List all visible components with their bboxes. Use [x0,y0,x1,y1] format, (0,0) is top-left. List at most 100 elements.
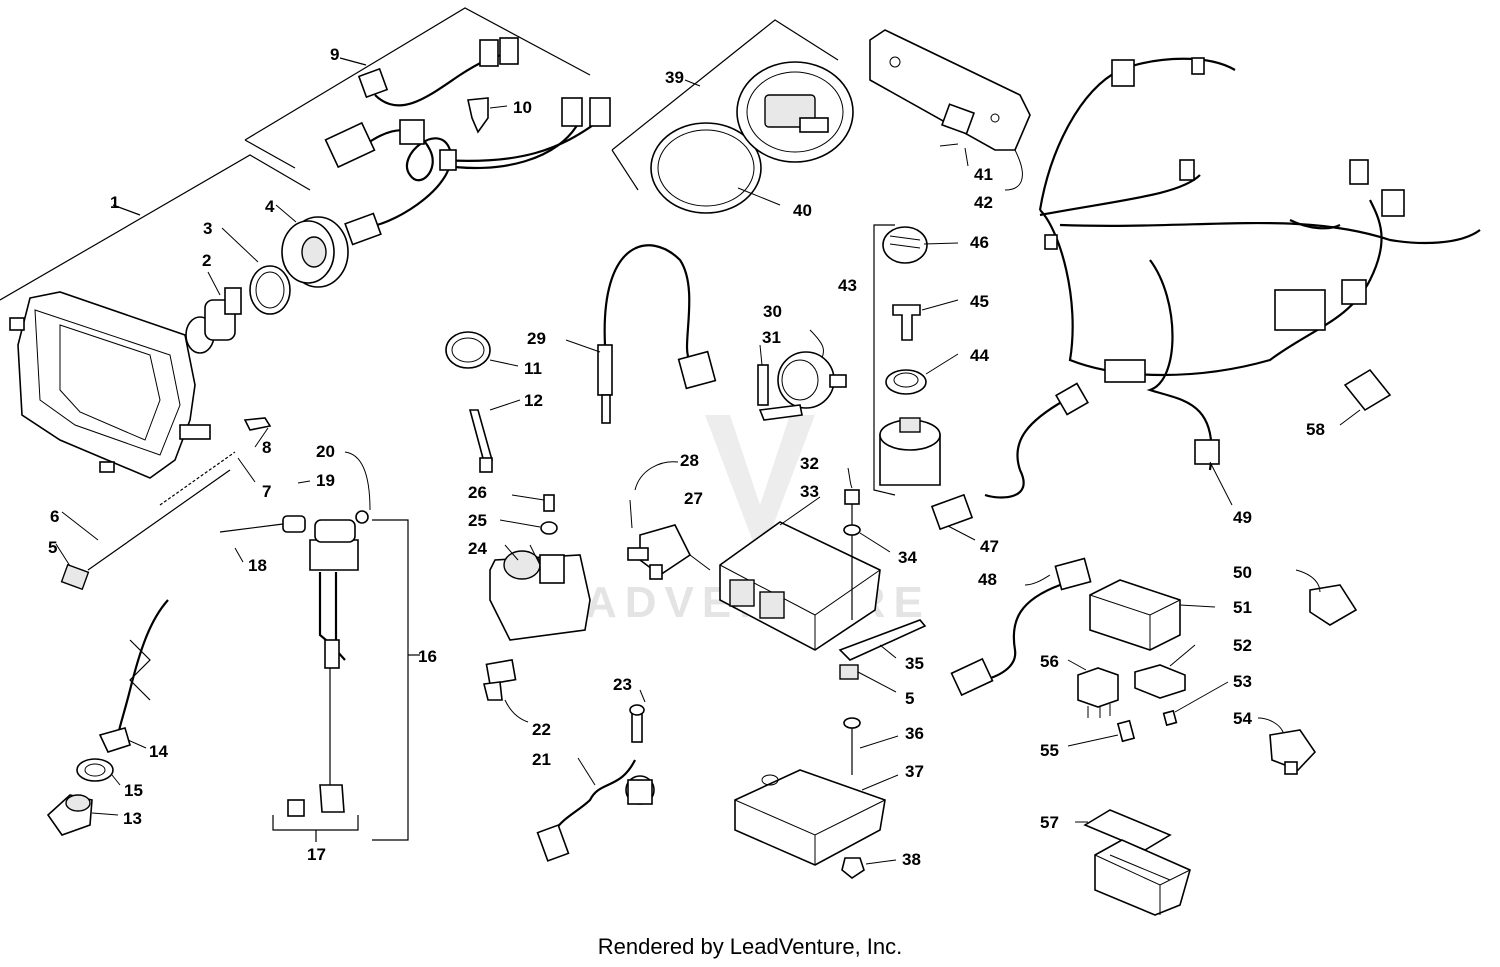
callout-22: 22 [532,720,551,739]
fuse-box-cover [1089,579,1216,651]
callout-46: 46 [970,233,989,252]
voltage-regulator [734,769,886,866]
fuse-53 [1162,681,1229,727]
callout-25: 25 [468,511,487,530]
relay-56 [1067,659,1119,718]
callout-8: 8 [262,438,271,457]
fuse-55 [1067,719,1136,747]
throttle-body [489,544,591,641]
callout-5a: 5 [48,538,57,557]
render-credit: Rendered by LeadVenture, Inc. [597,934,903,959]
harness-adapter [930,382,1089,541]
callout-5b: 5 [905,689,914,708]
callout-13: 13 [123,809,142,828]
speedometer-gauge [650,61,854,214]
ecu-washer-34 [843,524,891,553]
screw-26 [511,494,555,512]
callout-29: 29 [527,329,546,348]
washer-25 [499,519,558,535]
adjuster-spring [159,451,256,506]
callout-44: 44 [970,346,989,365]
temperature-sensor [565,244,717,424]
callout-26: 26 [468,483,487,502]
callout-39: 39 [665,68,684,87]
callout-20: 20 [316,442,335,461]
switch-13 [46,794,119,836]
tail-bracket [869,29,1031,191]
mount-strap [838,619,927,661]
ecu-screw-32 [844,467,860,620]
callout-49: 49 [1233,508,1252,527]
fuse-box [1075,809,1191,916]
callout-27: 27 [684,489,703,508]
callout-50: 50 [1233,563,1252,582]
headlight-bulb [185,271,242,354]
clip-nut-left [55,543,90,591]
ecu-module [719,496,881,651]
module-bolt-36 [843,717,899,775]
callout-51: 51 [1233,598,1252,617]
callout-3: 3 [203,219,212,238]
callout-18: 18 [248,556,267,575]
callout-43: 43 [838,276,857,295]
adjuster-clip [243,417,272,448]
callout-47: 47 [980,537,999,556]
connector-54 [1257,717,1317,775]
main-wiring-harness [1038,57,1481,506]
callout-31: 31 [762,328,781,347]
callout-58: 58 [1306,420,1325,439]
callout-35: 35 [905,654,924,673]
rocker-switch [1339,368,1392,426]
module-nut-38 [841,774,899,879]
callout-52: 52 [1233,636,1252,655]
dust-cover [275,204,349,288]
callout-41: 41 [974,165,993,184]
callout-1: 1 [110,193,119,212]
bulb-retainer-ring [221,227,291,315]
callout-37: 37 [905,762,924,781]
sub-harness [324,37,611,246]
callout-12: 12 [524,391,543,410]
callout-16: 16 [418,647,437,666]
callout-54: 54 [1233,709,1252,728]
switch-harness-14 [98,599,169,753]
jam-nut-15 [76,758,121,786]
callout-17: 17 [307,845,326,864]
cable-tie [468,399,521,473]
callout-9: 9 [330,45,339,64]
callout-7: 7 [262,482,271,501]
callout-36: 36 [905,724,924,743]
group-brackets [0,7,896,842]
callout-38: 38 [902,850,921,869]
callout-56: 56 [1040,652,1059,671]
callout-30: 30 [763,302,782,321]
callout-4: 4 [265,197,275,216]
horn [757,329,847,421]
oil-pressure-switch [483,658,529,723]
callout-32: 32 [800,454,819,473]
callout-53: 53 [1233,672,1252,691]
callout-55: 55 [1040,741,1059,760]
relay-52 [1134,644,1196,699]
callout-15: 15 [124,781,143,800]
callout-42: 42 [974,193,993,212]
speed-sensor [536,689,655,862]
tip-over-sensor [627,461,711,580]
callout-33: 33 [800,482,819,501]
callout-labels: 1 2 3 4 5 6 7 8 9 10 11 12 13 14 15 16 1… [48,45,1325,869]
callout-57: 57 [1040,813,1059,832]
callout-23: 23 [613,675,632,694]
callout-28: 28 [680,451,699,470]
connector-lock [467,97,508,134]
ignition-switch [879,226,959,486]
callout-21: 21 [532,750,551,769]
callout-34: 34 [898,548,917,567]
callout-6: 6 [50,507,59,526]
adjuster-screw [61,469,231,571]
callout-40: 40 [793,201,812,220]
callout-45: 45 [970,292,989,311]
callout-19: 19 [316,471,335,490]
callout-10: 10 [513,98,532,117]
hose-clamp [445,331,519,369]
